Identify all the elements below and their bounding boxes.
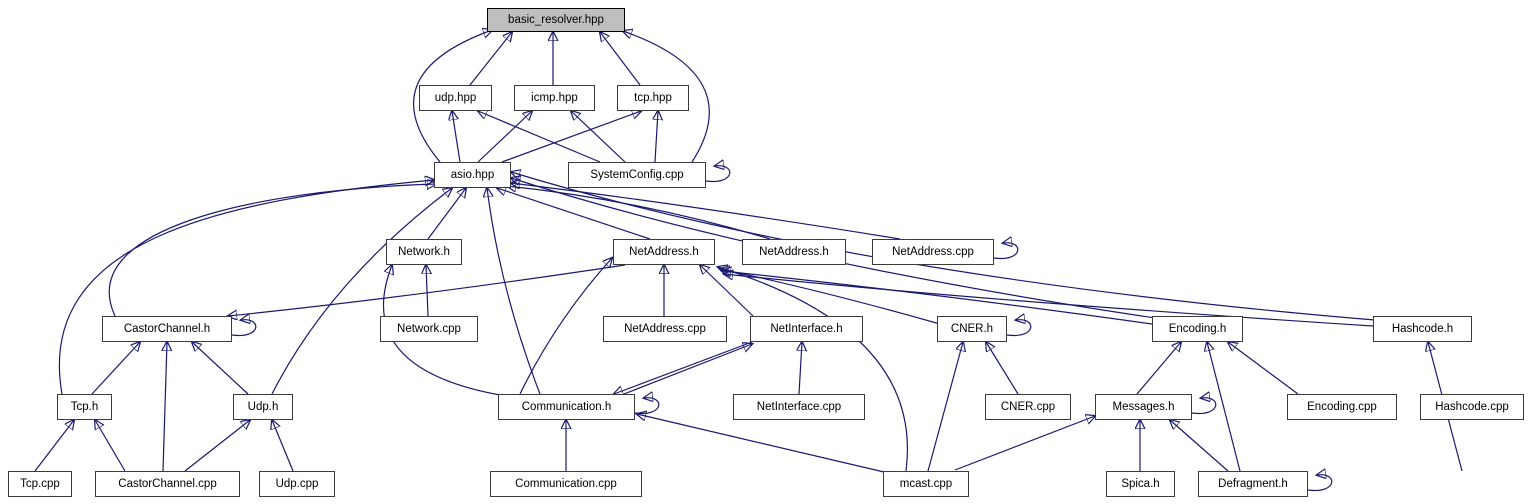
graph-node-asio_hpp[interactable]: asio.hpp (434, 162, 511, 188)
graph-node-udp_cpp[interactable]: Udp.cpp (259, 471, 335, 497)
dependency-edge (700, 265, 754, 317)
dependency-edge (511, 183, 901, 240)
dependency-edge (272, 420, 294, 472)
graph-node-basic_resolver_hpp: basic_resolver.hpp (487, 8, 625, 32)
self-loop-edge (993, 243, 1019, 260)
dependency-edge (954, 416, 1095, 471)
graph-node-netinterface_cpp[interactable]: NetInterface.cpp (733, 394, 865, 420)
dependency-edge (163, 342, 167, 472)
self-loop-edge (1307, 475, 1333, 492)
self-loop-edge (231, 320, 257, 337)
dependency-edge (58, 180, 434, 395)
graph-node-tcp_hpp[interactable]: tcp.hpp (617, 85, 689, 111)
dependency-edge (1228, 342, 1299, 395)
dependency-edge (1207, 342, 1241, 472)
graph-node-tcp_h[interactable]: Tcp.h (57, 394, 112, 420)
dependency-edge (497, 188, 651, 240)
dependency-edge (478, 111, 601, 163)
dependency-edge (477, 111, 532, 163)
graph-node-netinterface_h[interactable]: NetInterface.h (750, 316, 863, 342)
graph-node-network_h[interactable]: Network.h (386, 239, 462, 265)
graph-node-udp_hpp[interactable]: udp.hpp (419, 85, 492, 111)
dependency-edge (184, 420, 250, 472)
graph-node-netaddress_h2[interactable]: NetAddress.h (742, 239, 846, 265)
dependency-edge (426, 265, 428, 317)
graph-node-castorchannel_h[interactable]: CastorChannel.h (102, 316, 232, 342)
dependency-edge (487, 188, 541, 395)
self-loop-edge (705, 166, 731, 183)
graph-node-hashcode_cpp[interactable]: Hashcode.cpp (1420, 394, 1524, 420)
dependency-edge (91, 342, 140, 395)
dependency-edge (637, 414, 885, 473)
dependency-edge (452, 111, 461, 163)
graph-node-messages_h[interactable]: Messages.h (1095, 394, 1192, 420)
dependency-edge (501, 111, 641, 163)
graph-node-udp_h[interactable]: Udp.h (233, 394, 293, 420)
graph-node-encoding_cpp[interactable]: Encoding.cpp (1287, 394, 1397, 420)
graph-node-mcast_cpp[interactable]: mcast.cpp (883, 471, 969, 497)
graph-node-network_cpp[interactable]: Network.cpp (380, 316, 478, 342)
graph-node-tcp_cpp[interactable]: Tcp.cpp (8, 471, 72, 497)
graph-node-spica_h[interactable]: Spica.h (1106, 471, 1175, 497)
dependency-edge (655, 111, 658, 163)
dependency-edge (228, 264, 626, 316)
graph-node-defragment_h[interactable]: Defragment.h (1198, 471, 1308, 497)
graph-node-hashcode_h[interactable]: Hashcode.h (1373, 316, 1472, 342)
graph-node-communication_h[interactable]: Communication.h (498, 394, 635, 420)
dependency-edge (34, 420, 74, 472)
dependency-edge (799, 342, 802, 395)
dependency-edge (427, 188, 466, 240)
dependency-edge (571, 111, 626, 163)
dependency-edge (507, 186, 771, 240)
dependency-edge (614, 341, 753, 394)
dependency-edge (469, 32, 512, 86)
graph-node-encoding_h[interactable]: Encoding.h (1152, 316, 1243, 342)
graph-node-netaddress_cpp[interactable]: NetAddress.cpp (603, 316, 727, 342)
self-loop-edge (1191, 398, 1217, 415)
dependency-edge (600, 32, 641, 86)
graph-node-icmp_hpp[interactable]: icmp.hpp (514, 85, 595, 111)
graph-node-netaddress_h[interactable]: NetAddress.h (613, 239, 715, 265)
dependency-edge (271, 188, 452, 395)
graph-node-cner_h[interactable]: CNER.h (937, 316, 1007, 342)
self-loop-edge (1006, 320, 1032, 337)
graph-node-netaddress_cpp2[interactable]: NetAddress.cpp (872, 239, 994, 265)
graph-node-castorchannel_cpp[interactable]: CastorChannel.cpp (95, 471, 240, 497)
self-loop-edge (634, 398, 660, 415)
dependency-edge (623, 344, 752, 395)
dependency-edge (718, 267, 908, 472)
dependency-edge (1170, 420, 1229, 472)
dependency-edge (927, 342, 963, 472)
dependency-edge (519, 258, 612, 395)
dependency-edge (1136, 342, 1181, 395)
graph-node-systemconfig_cpp[interactable]: SystemConfig.cpp (568, 162, 706, 188)
graph-node-communication_cpp[interactable]: Communication.cpp (490, 471, 642, 497)
graph-node-cner_cpp[interactable]: CNER.cpp (985, 394, 1071, 420)
dependency-edge (192, 342, 249, 395)
dependency-edge (986, 342, 1019, 395)
dependency-edge (95, 420, 126, 472)
